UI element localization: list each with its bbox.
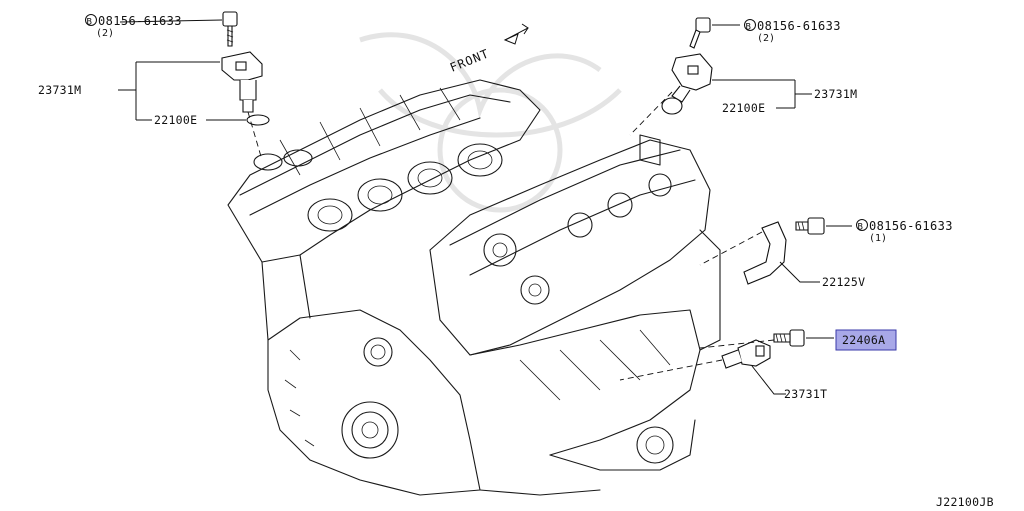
bolt-right [795,217,852,235]
bolt-top-left [119,11,238,47]
leader-dash-bolt [699,339,775,349]
leader-bracket [779,261,820,283]
part-number-22100e-left: 22100E [154,113,197,127]
part-number-23731m-right: 23731M [814,87,857,101]
leader-dash-right [629,91,673,136]
oring-right [661,97,683,115]
svg-text:B: B [87,18,93,28]
part-number-23731t: 23731T [784,387,827,401]
leader-dash-left [247,111,263,161]
part-number-22406a: 22406A [842,333,885,347]
bolt-code-label: 08156-61633 [869,219,953,233]
bolt-qty-label: (1) [869,233,887,244]
front-label: FRONT [448,46,491,74]
bolt-top-right [689,17,740,49]
leader-dash-crank [619,359,723,381]
engine-block [227,79,721,496]
svg-text:B: B [746,23,752,33]
sensor-left [221,51,263,113]
bolt-qty-label: (2) [96,28,114,39]
part-number-23731m-left: 23731M [38,83,81,97]
sensor-right [671,53,713,103]
part-number-22100e-right: 22100E [722,101,765,115]
bracket-22125v [743,221,787,285]
bolt-code-label: 08156-61633 [757,19,841,33]
diagram-code: J22100JB [936,495,994,509]
bolt-code-label: 08156-61633 [98,14,182,28]
part-number-22125v: 22125V [822,275,865,289]
bracket-right-callout [712,79,812,109]
bracket-left-callout [118,61,246,121]
bolt-22406a [773,329,834,347]
bolt-qty-label: (2) [757,33,775,44]
bolt-code-right: B 08156-61633 (1) [856,219,953,244]
crank-sensor-23731t [721,339,771,369]
bolt-code-top-right: B 08156-61633 (2) [744,19,841,44]
svg-text:B: B [858,223,864,233]
watermark-logo [359,32,622,213]
oring-left [246,114,270,126]
highlight-22406a[interactable]: 22406A [835,329,897,351]
bolt-code-top-left: B 08156-61633 (2) [85,14,182,39]
leader-dash-bracket [699,231,763,266]
leader-crank [751,365,786,395]
